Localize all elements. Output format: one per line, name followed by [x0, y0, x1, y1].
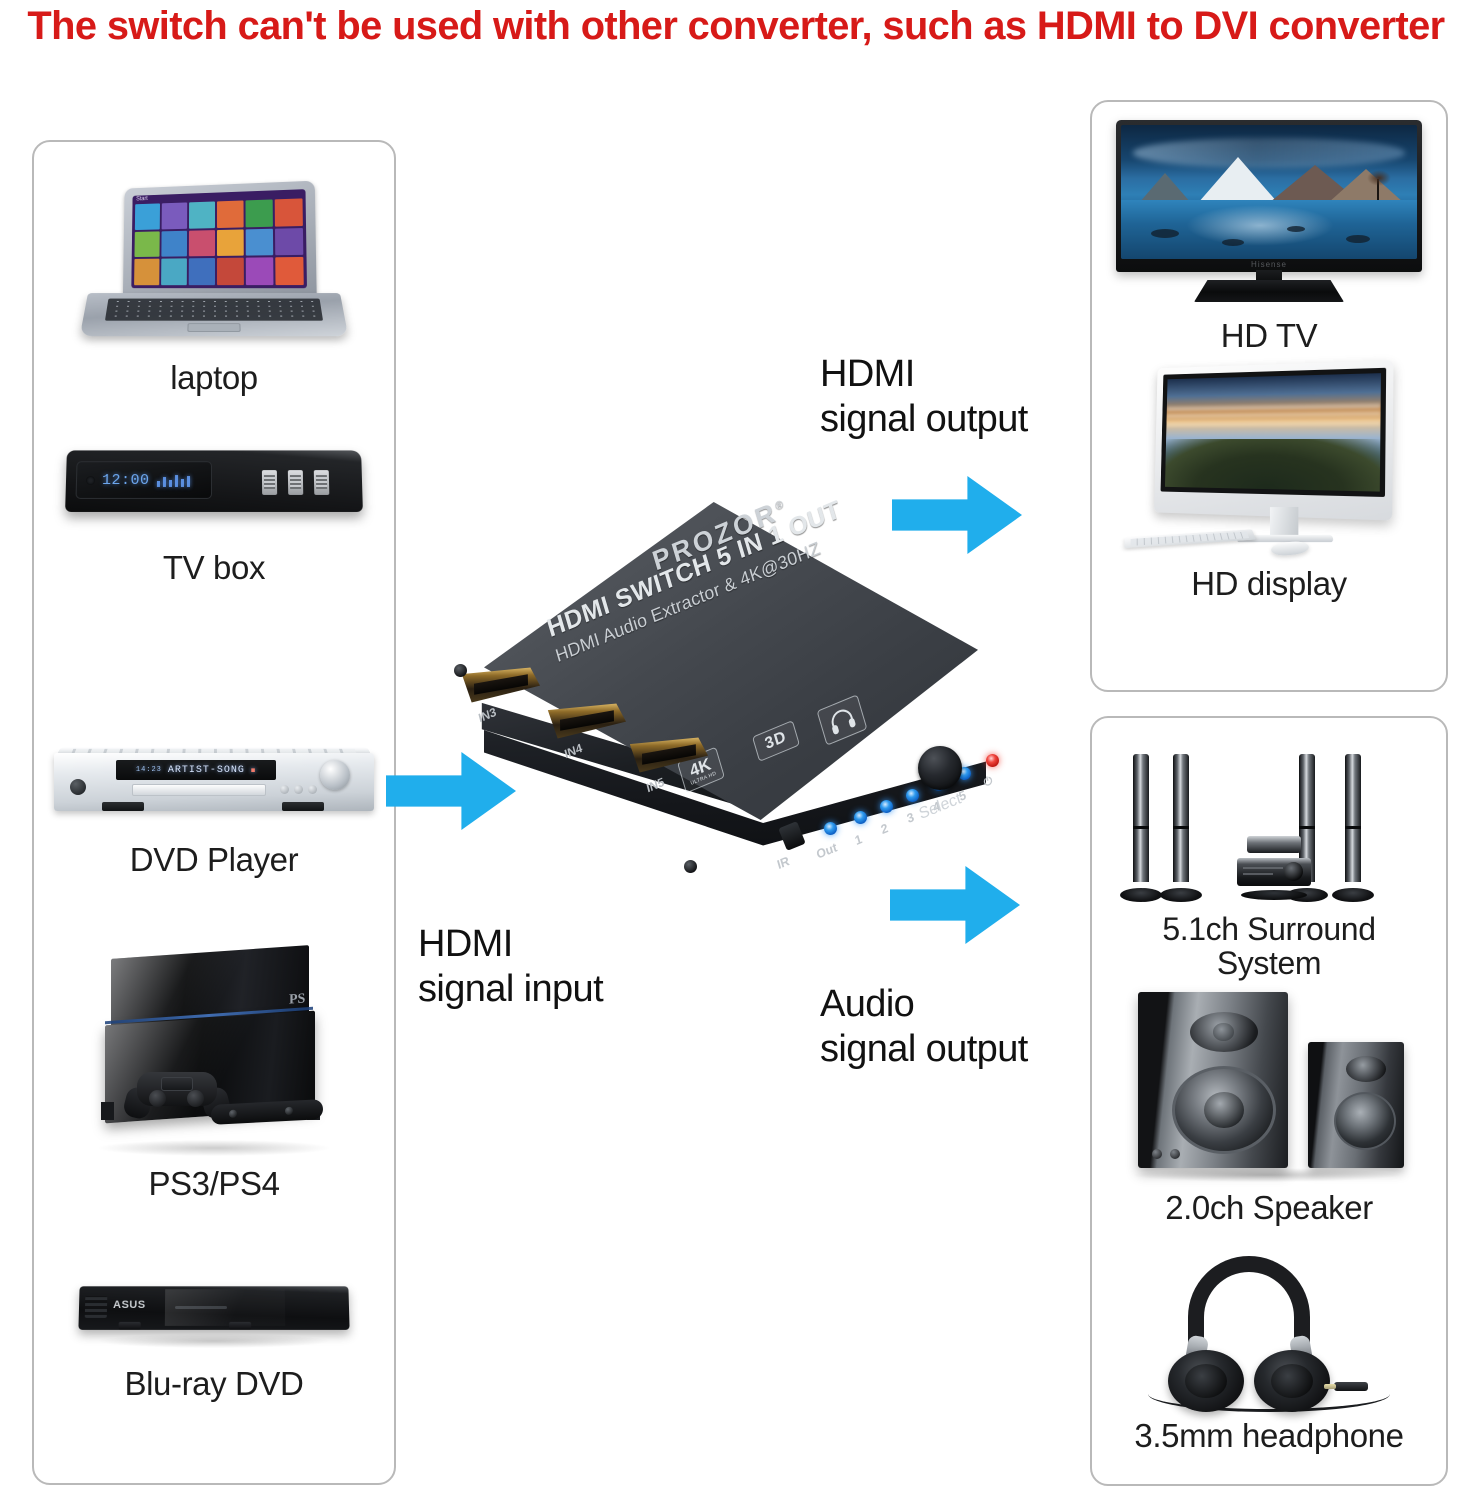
annotation-hdmi-input: HDMI signal input: [418, 923, 604, 1010]
output-item-headphone: 3.5mm headphone: [1092, 1254, 1446, 1453]
source-item-tv-box: 12:00 TV box: [34, 442, 394, 585]
indicator-label-1: 1: [853, 831, 864, 849]
audio-output-panel: 5.1ch Surround System 2.0ch Speaker: [1090, 716, 1448, 1486]
output-label-hd-tv: HD TV: [1220, 317, 1318, 354]
indicator-label-2: 2: [879, 820, 890, 838]
blu-ray-player-icon: ASUS: [78, 1282, 350, 1348]
source-label-game-console: PS3/PS4: [148, 1165, 280, 1202]
hd-monitor-icon: [1119, 360, 1419, 562]
output-item-surround: 5.1ch Surround System: [1092, 734, 1446, 980]
game-console-icon: PS: [89, 945, 339, 1156]
output-item-hd-display: HD display: [1092, 360, 1446, 602]
headphone-icon: [1144, 1254, 1394, 1414]
headline-warning-text: The switch can't be used with other conv…: [27, 4, 1445, 48]
source-label-blu-ray: Blu-ray DVD: [124, 1365, 304, 1402]
headphone-badge: [816, 694, 868, 746]
indicator-label-out: Out: [814, 840, 839, 862]
blu-ray-brand-label: ASUS: [112, 1299, 146, 1311]
output-label-headphone: 3.5mm headphone: [1134, 1417, 1404, 1454]
output-item-hd-tv: Hisense HD TV: [1092, 120, 1446, 353]
annotation-audio-output: Audio signal output: [820, 983, 1028, 1070]
hdmi-port-in3[interactable]: [462, 667, 541, 702]
source-devices-panel: Start laptop: [32, 140, 396, 1485]
source-item-blu-ray: ASUS Blu-ray DVD: [34, 1282, 394, 1401]
laptop-icon: Start: [79, 180, 349, 344]
hd-tv-icon: Hisense: [1116, 120, 1422, 308]
output-label-surround: 5.1ch Surround System: [1162, 911, 1376, 982]
tv-box-icon: 12:00: [65, 442, 363, 534]
surround-system-icon: [1119, 734, 1419, 906]
indicator-label-power: ⏻: [982, 774, 994, 790]
laptop-start-label: Start: [136, 196, 148, 203]
select-button[interactable]: [918, 746, 962, 790]
indicator-label-3: 3: [905, 809, 916, 827]
output-label-speakers: 2.0ch Speaker: [1165, 1189, 1373, 1226]
tv-box-clock: 12:00: [101, 471, 150, 489]
source-label-laptop: laptop: [170, 359, 258, 396]
led-2: [880, 800, 893, 813]
dvd-display-text: ARTIST-SONG: [167, 764, 245, 776]
source-label-dvd-player: DVD Player: [129, 841, 299, 878]
hdmi-switch-device: PROZOR® HDMI SWITCH 5 IN 1 OUT HDMI Audi…: [452, 495, 1038, 920]
led-3: [906, 789, 919, 802]
source-label-tv-box: TV box: [162, 549, 266, 586]
led-1: [854, 811, 867, 824]
led-power: [986, 754, 999, 767]
source-item-dvd-player: 14:23 ARTIST-SONG ◼ DVD Player: [34, 740, 394, 877]
bookshelf-speaker-icon: [1124, 986, 1414, 1182]
output-item-speakers: 2.0ch Speaker: [1092, 986, 1446, 1225]
indicator-label-ir: IR: [775, 853, 791, 873]
chassis-screw: [684, 860, 697, 873]
led-out: [824, 822, 837, 835]
output-label-hd-display: HD display: [1191, 565, 1347, 602]
source-item-laptop: Start laptop: [34, 180, 394, 396]
dvd-player-icon: 14:23 ARTIST-SONG ◼: [54, 740, 374, 826]
video-output-panel: Hisense HD TV: [1090, 100, 1448, 692]
annotation-hdmi-output: HDMI signal output: [820, 353, 1028, 440]
chassis-screw: [454, 664, 467, 677]
source-item-game-console: PS PS3/PS4: [34, 945, 394, 1202]
